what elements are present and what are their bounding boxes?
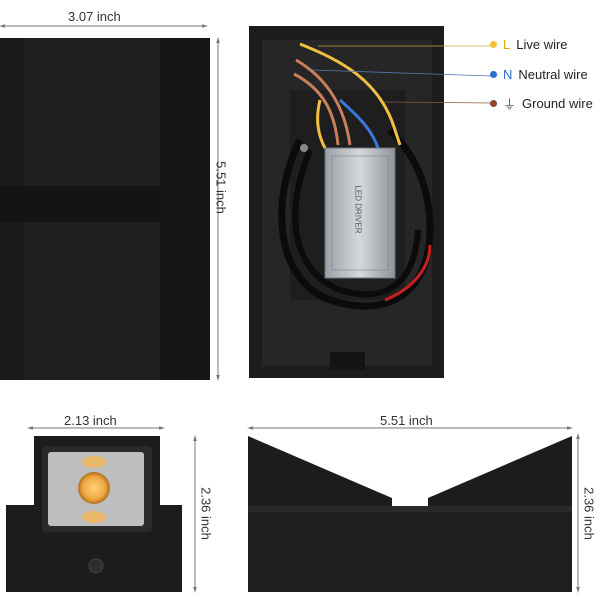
- leader-neutral: [311, 69, 493, 77]
- housing-front-view: [6, 436, 182, 592]
- driver-label: LED DRIVER: [353, 185, 363, 234]
- label-front-height: 2.36 inch: [198, 487, 214, 540]
- wire-neutral-code: N: [503, 67, 513, 82]
- wire-ground-row: ⏚ Ground wire: [490, 94, 593, 113]
- ground-symbol-icon: ⏚: [503, 97, 517, 112]
- wire-neutral-label: Neutral wire: [518, 67, 588, 82]
- wire-live-label: Live wire: [516, 37, 568, 52]
- housing-open-view: [249, 26, 444, 378]
- housing-side-view: [248, 436, 572, 592]
- leader-ground: [383, 101, 493, 104]
- label-top-height: 5.51 inch: [213, 161, 229, 214]
- label-side-width: 5.51 inch: [380, 413, 433, 428]
- label-side-height: 2.36 inch: [581, 487, 597, 540]
- housing-top-view: [0, 38, 210, 380]
- wire-neutral-row: N Neutral wire: [490, 67, 588, 82]
- wire-ground-label: Ground wire: [522, 96, 593, 111]
- label-front-width: 2.13 inch: [64, 413, 117, 428]
- live-dot-icon: [490, 41, 497, 48]
- neutral-dot-icon: [490, 71, 497, 78]
- wire-live-row: L Live wire: [490, 37, 568, 52]
- label-top-width: 3.07 inch: [68, 9, 121, 24]
- wire-live-code: L: [503, 37, 511, 52]
- ground-dot-icon: [490, 100, 497, 107]
